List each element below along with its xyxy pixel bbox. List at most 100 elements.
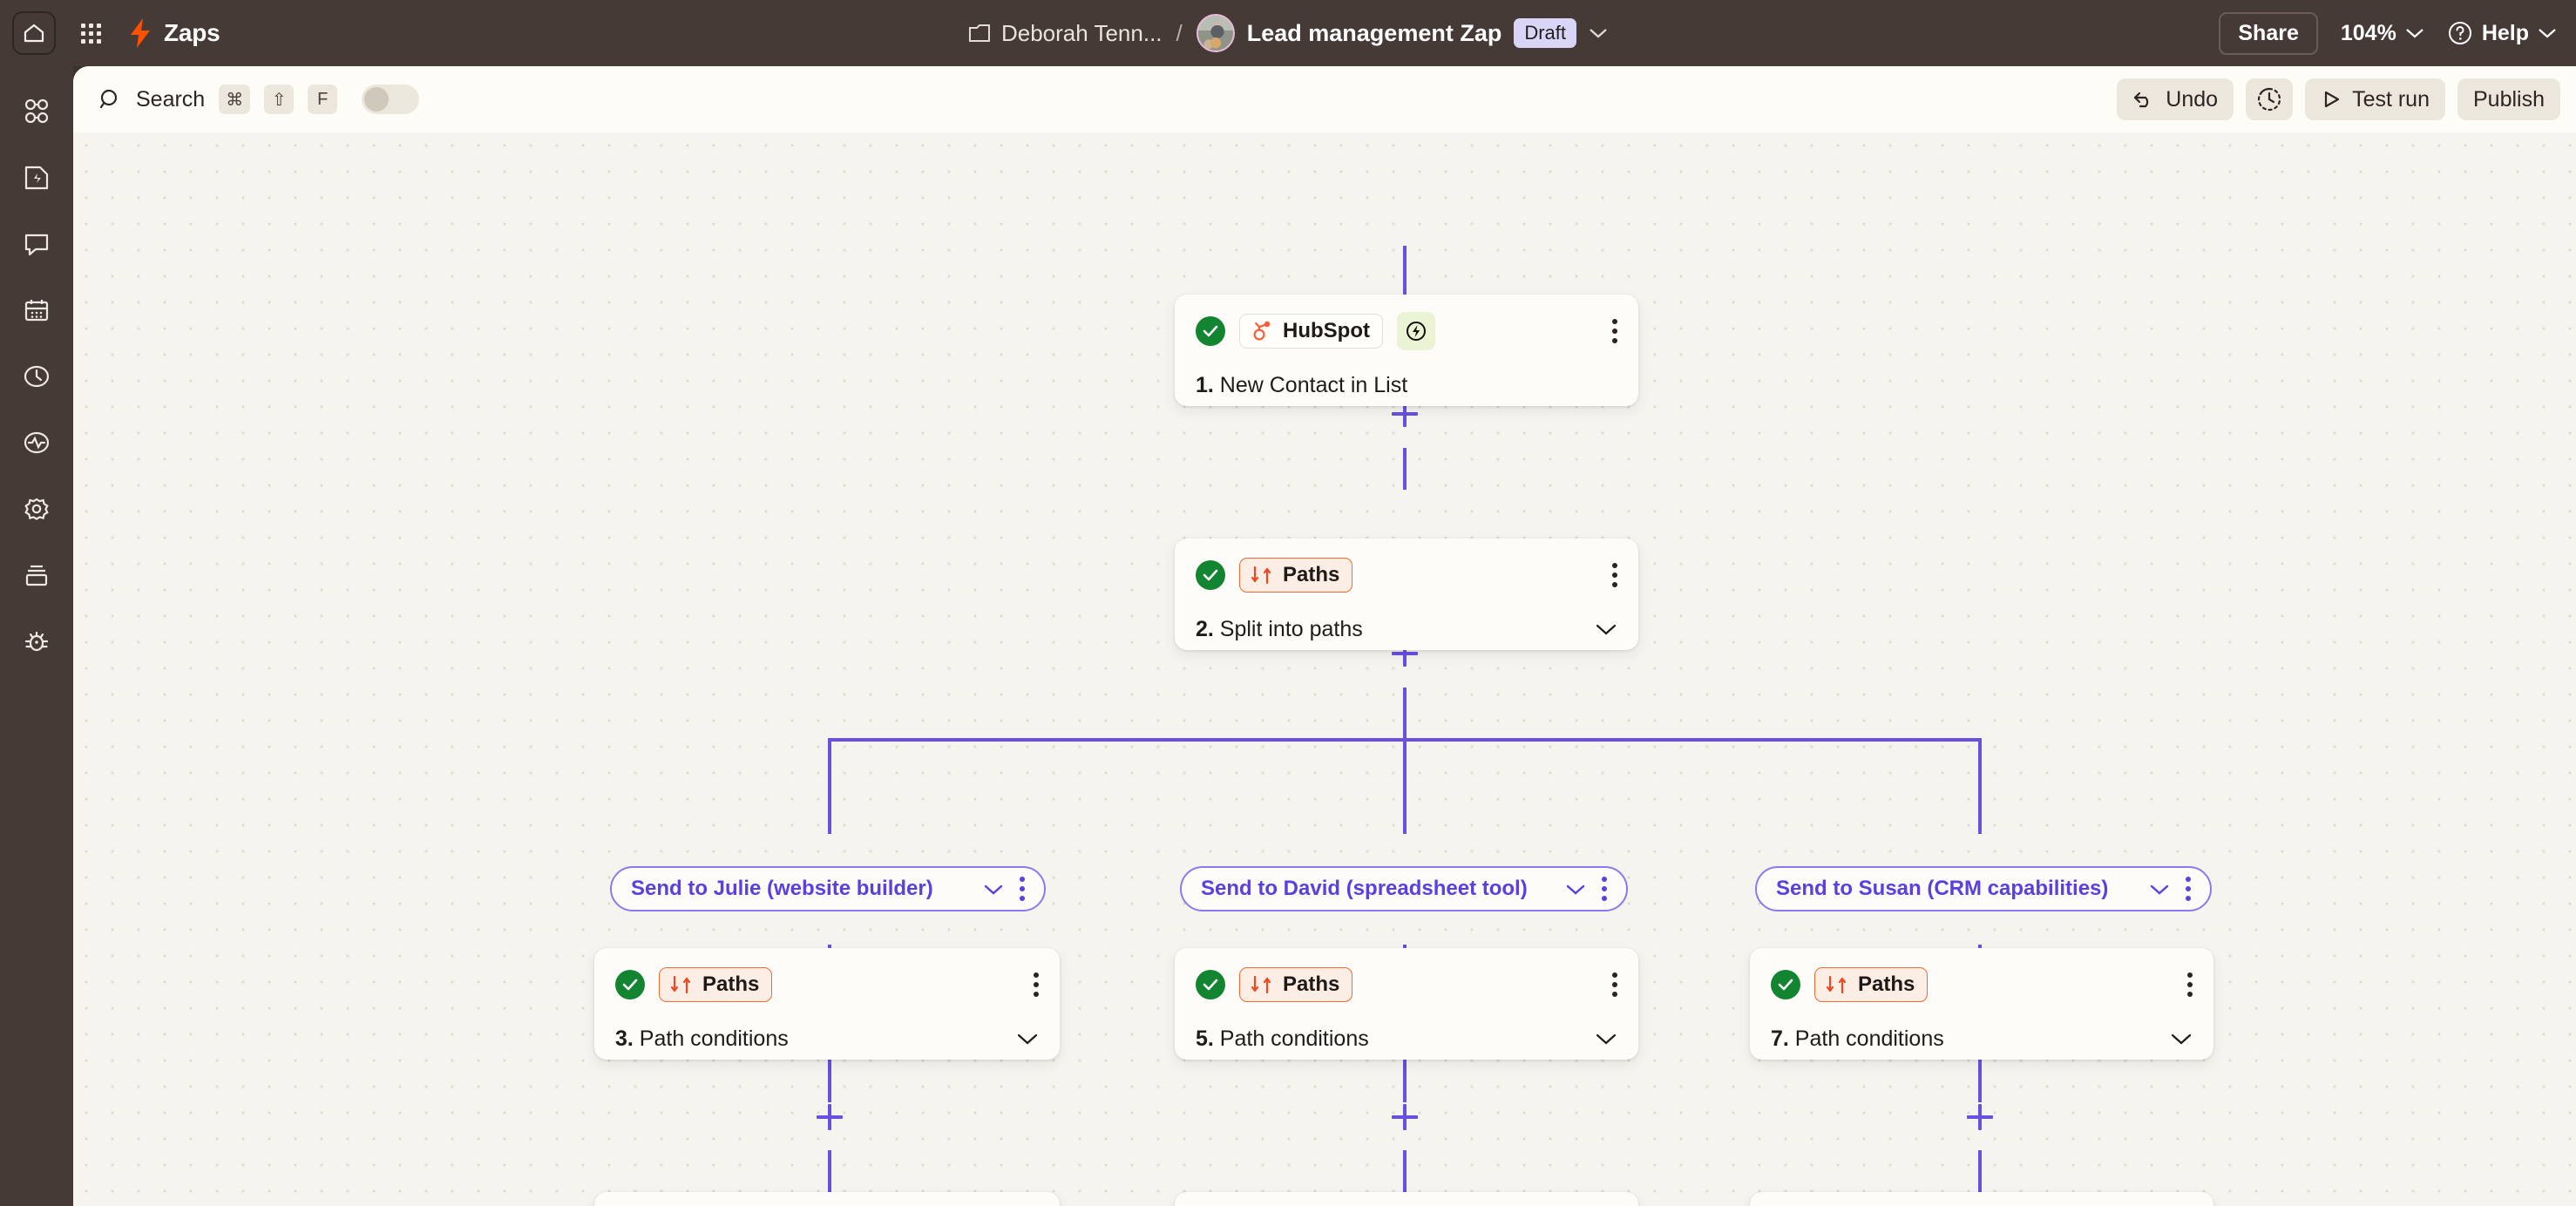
three-dot-menu-icon[interactable] — [1020, 877, 1025, 901]
step-number: 1. — [1196, 372, 1220, 397]
workflow-canvas[interactable]: HubSpot 1. New Contact in List — [73, 132, 2576, 1206]
sidebar-item-interfaces[interactable] — [16, 157, 58, 199]
chevron-down-icon[interactable] — [2170, 1032, 2193, 1046]
share-button[interactable]: Share — [2219, 11, 2318, 55]
step-card-path-conditions-1[interactable]: Paths 3. Path conditions — [594, 948, 1060, 1060]
chevron-down-icon[interactable] — [2149, 883, 2170, 896]
top-bar: Zaps Deborah Tenn... / Lead management Z… — [0, 0, 2576, 66]
status-badge — [1196, 316, 1225, 346]
step-card-title: 7. Path conditions — [1771, 1014, 2193, 1063]
editor-toolbar-actions: Undo Test run Publish — [2117, 78, 2560, 120]
paths-branch-icon — [1250, 974, 1272, 995]
app-shell: Search ⌘ ⇧ F Undo — [0, 66, 2576, 1206]
app-chip-label: Paths — [1858, 972, 1915, 996]
three-dot-menu-icon[interactable] — [1612, 972, 1617, 997]
editor-panel: Search ⌘ ⇧ F Undo — [73, 66, 2576, 1206]
status-badge: Draft — [1514, 18, 1577, 48]
breadcrumb: Deborah Tenn... / Lead management Zap Dr… — [968, 14, 1608, 52]
plus-icon[interactable] — [1965, 1102, 1995, 1132]
zoom-control[interactable]: 104% — [2341, 21, 2424, 46]
step-number: 3. — [615, 1026, 640, 1051]
undo-button[interactable]: Undo — [2117, 78, 2234, 120]
path-label-3[interactable]: Send to Susan (CRM capabilities) — [1755, 866, 2212, 911]
three-dot-menu-icon[interactable] — [1602, 877, 1607, 901]
gear-icon[interactable] — [16, 488, 58, 530]
step-title-text: Path conditions — [639, 1026, 789, 1051]
question-circle-icon — [2447, 20, 2473, 46]
plus-icon[interactable] — [1390, 399, 1420, 429]
connector-line — [1403, 448, 1407, 490]
step-number: 7. — [1771, 1026, 1795, 1051]
avatar[interactable] — [1196, 14, 1235, 52]
step-number: 5. — [1196, 1026, 1220, 1051]
step-card-slack-3[interactable]: Slack 8. Send Channel Message — [1750, 1192, 2213, 1206]
step-card-split-paths[interactable]: Paths 2. Split into paths — [1175, 539, 1638, 650]
connector-line — [1403, 738, 1407, 834]
app-chip-label: Paths — [1283, 972, 1340, 996]
step-card-trigger[interactable]: HubSpot 1. New Contact in List — [1175, 295, 1638, 406]
three-dot-menu-icon[interactable] — [1034, 972, 1039, 997]
step-title-text: Split into paths — [1219, 616, 1363, 641]
version-history-clock-icon[interactable] — [2246, 78, 2294, 120]
connector-line — [1403, 688, 1407, 740]
three-dot-menu-icon[interactable] — [2186, 877, 2191, 901]
step-card-path-conditions-3[interactable]: Paths 7. Path conditions — [1750, 948, 2213, 1060]
editor-toolbar: Search ⌘ ⇧ F Undo — [73, 66, 2576, 132]
chevron-down-icon[interactable] — [1565, 883, 1586, 896]
help-menu[interactable]: Help — [2447, 20, 2557, 46]
step-card-header: Paths — [1196, 556, 1617, 594]
app-chip-label: Paths — [1283, 563, 1340, 586]
sidebar-item-zaps[interactable] — [16, 91, 58, 132]
publish-button[interactable]: Publish — [2457, 78, 2560, 120]
status-badge — [615, 970, 645, 999]
search-input[interactable]: Search ⌘ ⇧ F — [73, 85, 420, 114]
top-bar-left: Zaps — [0, 11, 220, 55]
step-title-text: Path conditions — [1219, 1026, 1369, 1051]
three-dot-menu-icon[interactable] — [2187, 972, 2193, 997]
test-run-button[interactable]: Test run — [2305, 78, 2445, 120]
path-label-2[interactable]: Send to David (spreadsheet tool) — [1180, 866, 1628, 911]
app-grid-icon[interactable] — [71, 14, 110, 52]
step-card-slack-2[interactable]: Slack 6. Send Channel Message — [1175, 1192, 1638, 1206]
hubspot-icon — [1250, 320, 1272, 342]
chevron-down-icon[interactable] — [1589, 27, 1608, 39]
three-dot-menu-icon[interactable] — [1612, 319, 1617, 343]
step-card-slack-1[interactable]: Slack 4. Send Channel Message — [594, 1192, 1060, 1206]
chevron-down-icon[interactable] — [1595, 622, 1617, 636]
debug-bug-icon[interactable] — [16, 620, 58, 662]
search-mode-toggle[interactable] — [362, 85, 420, 114]
connector-line — [1403, 246, 1407, 307]
sidebar-item-chatbots[interactable] — [16, 223, 58, 265]
chevron-down-icon[interactable] — [1595, 1032, 1617, 1046]
breadcrumb-separator: / — [1176, 19, 1183, 46]
step-title-text: Path conditions — [1794, 1026, 1944, 1051]
sidebar — [0, 66, 73, 1206]
connector-line — [1978, 1054, 1982, 1102]
app-chip-paths: Paths — [1239, 558, 1353, 593]
sidebar-item-activity[interactable] — [16, 422, 58, 464]
plus-icon[interactable] — [1390, 639, 1420, 668]
plus-icon[interactable] — [815, 1102, 844, 1132]
sidebar-item-tables[interactable] — [16, 289, 58, 331]
page-title: Lead management Zap — [1246, 19, 1502, 46]
shortcut-key-shift: ⇧ — [264, 85, 295, 114]
chevron-down-icon[interactable] — [1016, 1032, 1039, 1046]
product-home-link[interactable]: Zaps — [129, 18, 220, 48]
step-card-path-conditions-2[interactable]: Paths 5. Path conditions — [1175, 948, 1638, 1060]
home-icon[interactable] — [12, 11, 56, 55]
status-badge — [1771, 970, 1800, 999]
three-dot-menu-icon[interactable] — [1612, 563, 1617, 587]
sidebar-item-storage[interactable] — [16, 554, 58, 596]
test-run-label: Test run — [2352, 86, 2430, 112]
step-card-header: Paths — [615, 965, 1039, 1004]
chevron-down-icon[interactable] — [983, 883, 1004, 896]
app-chip-paths: Paths — [659, 967, 773, 1002]
breadcrumb-folder[interactable]: Deborah Tenn... — [968, 20, 1163, 47]
product-label: Zaps — [164, 19, 220, 46]
sidebar-item-history[interactable] — [16, 356, 58, 397]
paths-branch-icon — [1825, 974, 1847, 995]
path-label-1[interactable]: Send to Julie (website builder) — [610, 866, 1046, 911]
path-label-text: Send to David (spreadsheet tool) — [1201, 877, 1528, 900]
plus-icon[interactable] — [1390, 1102, 1420, 1132]
path-label-text: Send to Julie (website builder) — [631, 877, 933, 900]
